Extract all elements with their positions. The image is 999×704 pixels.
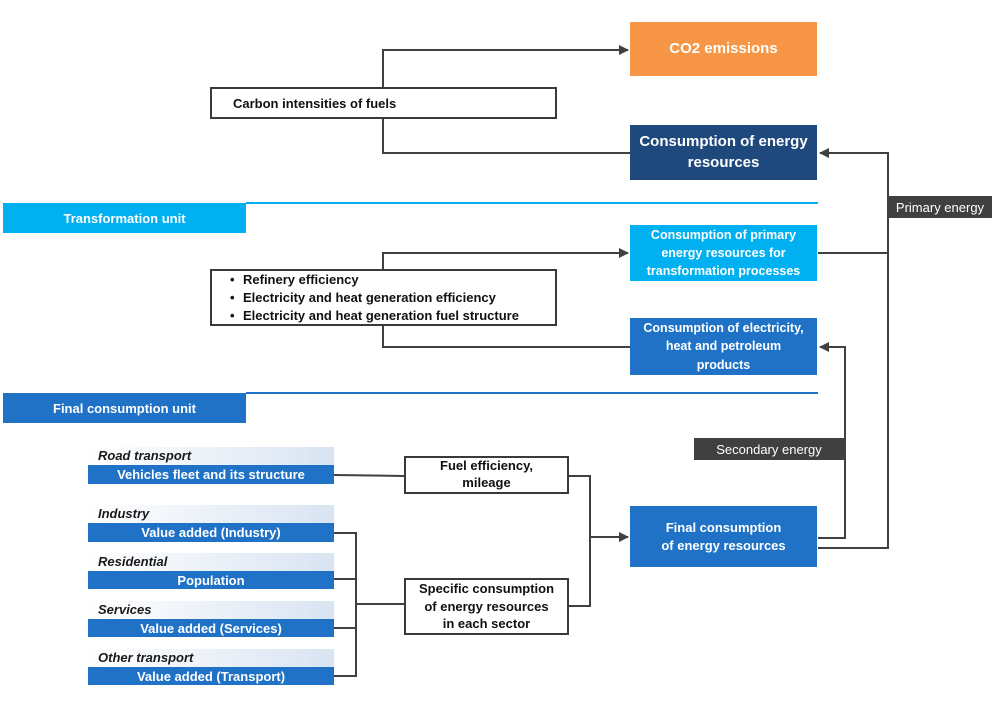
sector-value: Value added (Transport) bbox=[88, 667, 334, 685]
sector-other-transport: Other transport Value added (Transport) bbox=[88, 649, 334, 685]
sector-residential: Residential Population bbox=[88, 553, 334, 589]
sector-title: Industry bbox=[88, 505, 334, 523]
sector-value: Value added (Industry) bbox=[88, 523, 334, 542]
primary-for-transformation-box: Consumption of primary energy resources … bbox=[630, 225, 817, 281]
electricity-heat-petroleum-label: Consumption of electricity, heat and pet… bbox=[643, 321, 804, 372]
specific-consumption-box: Specific consumption of energy resources… bbox=[404, 578, 569, 635]
final-consumption-box: Final consumption of energy resources bbox=[630, 506, 817, 567]
arrow-to-co2 bbox=[382, 45, 629, 87]
sector-value: Value added (Services) bbox=[88, 619, 334, 637]
fuel-efficiency-box: Fuel efficiency, mileage bbox=[404, 456, 569, 494]
consumption-energy-label: Consumption of energy resources bbox=[639, 133, 808, 171]
co2-emissions-box: CO2 emissions bbox=[630, 22, 817, 76]
carbon-intensities-box: Carbon intensities of fuels bbox=[210, 87, 557, 119]
primary-for-transformation-label: Consumption of primary energy resources … bbox=[646, 227, 801, 279]
arrow-to-primary-transformation bbox=[382, 248, 629, 269]
factor-item: Electricity and heat generation fuel str… bbox=[230, 307, 519, 325]
sector-title: Road transport bbox=[88, 447, 334, 465]
final-consumption-unit-band: Final consumption unit bbox=[3, 393, 246, 423]
final-consumption-unit-label: Final consumption unit bbox=[53, 400, 196, 416]
line-factors-to-electricity bbox=[382, 325, 630, 348]
sector-value: Population bbox=[88, 571, 334, 589]
secondary-energy-return bbox=[818, 342, 846, 539]
primary-energy-tag: Primary energy bbox=[888, 196, 992, 218]
line-carbon-to-consumption bbox=[382, 118, 630, 154]
sector-value: Vehicles fleet and its structure bbox=[88, 465, 334, 484]
electricity-heat-petroleum-box: Consumption of electricity, heat and pet… bbox=[630, 318, 817, 375]
sector-title: Residential bbox=[88, 553, 334, 571]
transformation-factors-box: Refinery efficiency Electricity and heat… bbox=[210, 269, 557, 326]
carbon-intensities-label: Carbon intensities of fuels bbox=[233, 95, 397, 111]
primary-energy-label: Primary energy bbox=[895, 199, 985, 215]
transformation-factors-list: Refinery efficiency Electricity and heat… bbox=[230, 271, 519, 325]
co2-emissions-label: CO2 emissions bbox=[669, 39, 778, 57]
sector-road-transport: Road transport Vehicles fleet and its st… bbox=[88, 447, 334, 484]
factor-item: Electricity and heat generation efficien… bbox=[230, 289, 519, 307]
sector-title: Services bbox=[88, 601, 334, 619]
fuel-efficiency-label: Fuel efficiency, mileage bbox=[440, 458, 533, 490]
transformation-unit-label: Transformation unit bbox=[63, 210, 186, 226]
consumption-energy-box: Consumption of energy resources bbox=[630, 125, 817, 180]
primary-energy-return bbox=[818, 148, 889, 549]
sector-services: Services Value added (Services) bbox=[88, 601, 334, 637]
transformation-unit-band: Transformation unit bbox=[3, 203, 246, 233]
secondary-energy-tag: Secondary energy bbox=[694, 438, 844, 460]
sector-title: Other transport bbox=[88, 649, 334, 667]
final-consumption-label: Final consumption of energy resources bbox=[661, 519, 786, 553]
secondary-energy-label: Secondary energy bbox=[716, 441, 822, 457]
sector-industry: Industry Value added (Industry) bbox=[88, 505, 334, 542]
factor-item: Refinery efficiency bbox=[230, 271, 519, 289]
specific-consumption-label: Specific consumption of energy resources… bbox=[418, 581, 555, 632]
